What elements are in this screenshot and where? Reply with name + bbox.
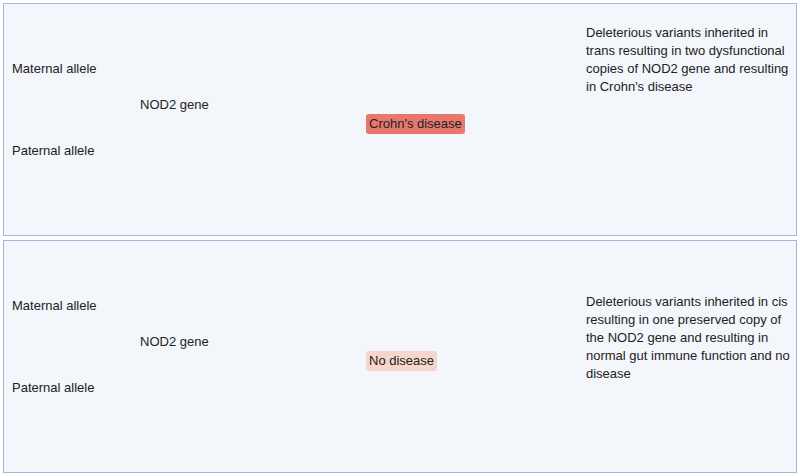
description-text: Deleterious variants inherited in trans … <box>586 24 791 96</box>
panel-box: Maternal alleleNOD2 genePaternal allele N… <box>3 240 797 473</box>
gene-label: NOD2 gene <box>140 333 209 351</box>
dna-allele: Paternal allele <box>12 124 324 180</box>
gene-label: NOD2 gene <box>140 96 209 114</box>
panel-box: Maternal alleleNOD2 genePaternal allele C… <box>3 3 797 236</box>
allele-label: Paternal allele <box>12 379 94 397</box>
intestine-figure: Crohn's disease <box>366 12 538 232</box>
outcome-label: No disease <box>366 351 437 371</box>
allele-label: Paternal allele <box>12 142 94 160</box>
dna-allele: Paternal allele <box>12 361 324 417</box>
dna-allele: Maternal alleleNOD2 gene <box>12 42 324 114</box>
description-text: Deleterious variants inherited in cis re… <box>586 293 791 383</box>
intestine-figure: No disease <box>366 249 538 469</box>
outcome-label: Crohn's disease <box>366 114 465 134</box>
dna-allele: Maternal alleleNOD2 gene <box>12 279 324 351</box>
allele-label: Maternal allele <box>12 297 97 315</box>
allele-label: Maternal allele <box>12 60 97 78</box>
